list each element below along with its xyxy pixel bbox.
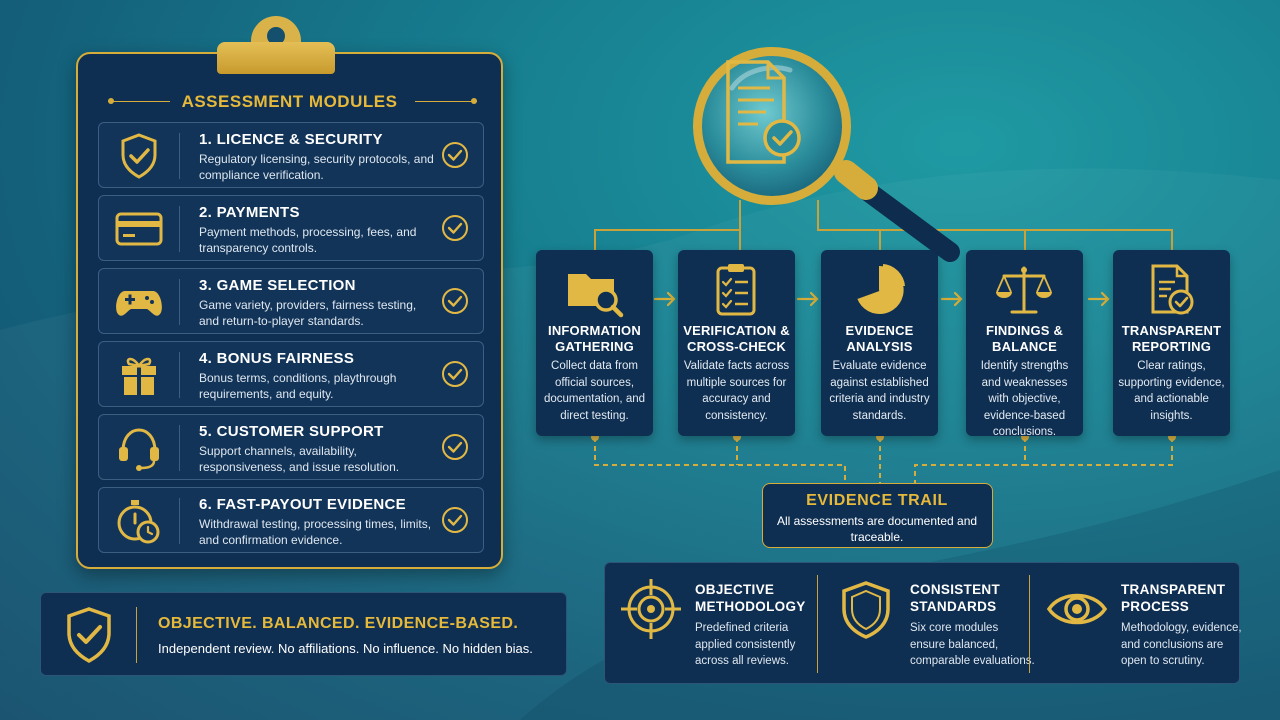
modules-title: ASSESSMENT MODULES — [181, 92, 398, 111]
shield-icon — [842, 581, 890, 639]
evidence-trail-box: EVIDENCE TRAIL All assessments are docum… — [762, 483, 993, 548]
step-description: Identify strengths and weaknesses with o… — [980, 360, 1069, 438]
principle-title: CONSISTENT STANDARDS — [910, 582, 1001, 614]
module-licence-security: 1. LICENCE & SECURITY Regulatory licensi… — [98, 122, 484, 188]
step-information-gathering: INFORMATION GATHERING Collect data from … — [536, 250, 653, 436]
module-fast-payout: 6. FAST-PAYOUT EVIDENCE Withdrawal testi… — [98, 487, 484, 553]
gamepad-icon — [116, 291, 162, 316]
evidence-trail-title: EVIDENCE TRAIL — [806, 492, 948, 509]
module-description: Bonus terms, conditions, playthrough req… — [199, 371, 397, 401]
clipboard-clip-icon — [217, 16, 335, 74]
principle-objective-methodology: OBJECTIVE METHODOLOGY Predefined criteri… — [605, 563, 817, 683]
principle-divider — [817, 575, 818, 673]
checklist-icon — [716, 264, 756, 316]
principle-consistent-standards: CONSISTENT STANDARDS Six core modules en… — [820, 563, 1035, 683]
principles-panel: OBJECTIVE METHODOLOGY Predefined criteri… — [604, 562, 1242, 684]
module-title: 2. PAYMENTS — [199, 204, 300, 221]
step-description: Clear ratings, supporting evidence, and … — [1118, 360, 1225, 422]
gift-icon — [122, 357, 156, 395]
stopwatch-icon — [117, 500, 160, 544]
step-findings-balance: FINDINGS & BALANCE Identify strengths an… — [966, 250, 1083, 438]
principle-description: Methodology, evidence, and conclusions a… — [1121, 622, 1242, 667]
module-description: Support channels, availability, responsi… — [199, 444, 400, 474]
banner-title: OBJECTIVE. BALANCED. EVIDENCE-BASED. — [158, 615, 519, 632]
step-description: Evaluate evidence against established cr… — [829, 360, 930, 422]
module-divider — [179, 352, 180, 398]
principle-divider — [1029, 575, 1030, 673]
step-description: Collect data from official sources, docu… — [543, 360, 646, 422]
principle-description: Predefined criteria applied consistently… — [695, 622, 796, 667]
module-title: 3. GAME SELECTION — [199, 277, 356, 294]
scales-icon — [996, 266, 1052, 314]
title-line-right — [415, 101, 477, 102]
check-circle-icon — [442, 507, 468, 533]
module-divider — [179, 498, 180, 544]
folder-search-icon — [568, 274, 624, 318]
principle-title: OBJECTIVE METHODOLOGY — [695, 582, 806, 614]
evidence-trail-description: All assessments are documented and trace… — [776, 514, 978, 544]
module-description: Game variety, providers, fairness testin… — [199, 298, 417, 328]
principle-title: TRANSPARENT PROCESS — [1121, 582, 1226, 614]
shield-check-icon — [67, 607, 111, 663]
shield-check-icon — [121, 133, 157, 179]
headset-icon — [119, 428, 159, 471]
module-description: Payment methods, processing, fees, and t… — [199, 225, 417, 255]
check-circle-icon — [442, 142, 468, 168]
module-title: 6. FAST-PAYOUT EVIDENCE — [199, 496, 406, 513]
module-divider — [179, 206, 180, 252]
principle-transparent-process: TRANSPARENT PROCESS Methodology, evidenc… — [1031, 563, 1242, 683]
module-description: Withdrawal testing, processing times, li… — [199, 517, 432, 547]
check-circle-icon — [442, 288, 468, 314]
module-payments: 2. PAYMENTS Payment methods, processing,… — [98, 195, 484, 261]
banner-divider — [136, 607, 137, 663]
title-line-left — [108, 101, 170, 102]
step-title: FINDINGS & BALANCE — [985, 323, 1064, 354]
credit-card-icon — [115, 212, 163, 246]
module-game-selection: 3. GAME SELECTION Game variety, provider… — [98, 268, 484, 334]
magnifier-document-icon — [693, 47, 960, 262]
pie-chart-icon — [856, 264, 905, 314]
step-title: INFORMATION GATHERING — [548, 323, 641, 354]
module-bonus-fairness: 4. BONUS FAIRNESS Bonus terms, condition… — [98, 341, 484, 407]
module-title: 5. CUSTOMER SUPPORT — [199, 423, 384, 440]
module-description: Regulatory licensing, security protocols… — [199, 152, 434, 182]
step-description: Validate facts across multiple sources f… — [683, 360, 790, 422]
step-title: VERIFICATION & CROSS-CHECK — [683, 323, 790, 354]
check-circle-icon — [442, 215, 468, 241]
module-customer-support: 5. CUSTOMER SUPPORT Support channels, av… — [98, 414, 484, 480]
step-transparent-reporting: TRANSPARENT REPORTING Clear ratings, sup… — [1113, 250, 1230, 436]
module-title: 4. BONUS FAIRNESS — [199, 350, 355, 367]
assessment-modules-clipboard: ASSESSMENT MODULES 1. LICENCE & SECURITY… — [76, 52, 503, 569]
target-icon — [621, 579, 681, 639]
module-divider — [179, 425, 180, 471]
report-check-icon — [1151, 264, 1194, 315]
banner-subtitle: Independent review. No affiliations. No … — [158, 641, 533, 656]
step-title: EVIDENCE ANALYSIS — [845, 323, 914, 354]
step-evidence-analysis: EVIDENCE ANALYSIS Evaluate evidence agai… — [821, 250, 938, 436]
check-circle-icon — [442, 434, 468, 460]
step-title: TRANSPARENT REPORTING — [1121, 323, 1222, 354]
principle-description: Six core modules ensure balanced, compar… — [910, 622, 1035, 667]
module-divider — [179, 133, 180, 179]
eye-icon — [1046, 593, 1108, 625]
module-divider — [179, 279, 180, 325]
objective-banner: OBJECTIVE. BALANCED. EVIDENCE-BASED. Ind… — [40, 592, 567, 676]
step-verification: VERIFICATION & CROSS-CHECK Validate fact… — [678, 250, 795, 436]
check-circle-icon — [442, 361, 468, 387]
module-title: 1. LICENCE & SECURITY — [199, 131, 383, 148]
title-dot-right — [471, 98, 477, 104]
